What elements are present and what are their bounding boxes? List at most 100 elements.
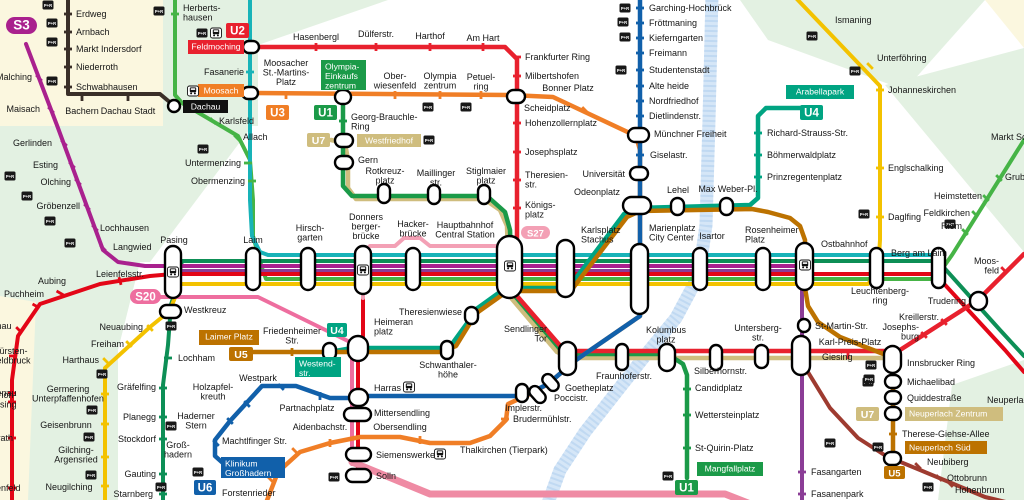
line-badge-u3[interactable]: U3 — [266, 105, 289, 120]
station-label[interactable]: Quiddestraße — [907, 393, 962, 403]
station-box[interactable]: Laimer Platz — [199, 330, 259, 345]
station-label[interactable]: Georg-Brauchle-Ring — [351, 112, 418, 132]
station-marker[interactable] — [790, 334, 812, 377]
station-label[interactable]: Scheidplatz — [524, 103, 571, 113]
station-label[interactable]: Herberts-hausen — [183, 3, 221, 23]
station-label[interactable]: Riem — [941, 221, 962, 231]
station-marker[interactable] — [404, 246, 422, 292]
station-marker[interactable] — [621, 195, 653, 216]
station-label[interactable]: Frankfurter Ring — [525, 52, 590, 62]
station-label[interactable]: Fraunhoferstr. — [596, 371, 652, 381]
station-label[interactable]: Dietlindenstr. — [649, 111, 701, 121]
station-label[interactable]: Giselastr. — [650, 150, 688, 160]
station-marker[interactable] — [718, 196, 735, 217]
station-label[interactable]: Am Hart — [466, 33, 500, 43]
station-label[interactable]: Fürsten-feldbruck — [0, 346, 31, 366]
station-marker[interactable] — [244, 246, 262, 292]
station-label[interactable]: Langwied — [113, 242, 152, 252]
station-marker[interactable] — [753, 343, 770, 370]
station-label[interactable]: Richard-Strauss-Str. — [767, 128, 848, 138]
line-badge-u1[interactable]: U1 — [675, 480, 698, 495]
station-marker[interactable] — [514, 382, 530, 404]
station-label[interactable]: Hasenbergl — [293, 32, 339, 42]
station-label[interactable]: Freimann — [649, 48, 687, 58]
station-box[interactable]: Mangfallplatz — [697, 462, 763, 476]
station-label[interactable]: Brudermühlstr. — [513, 414, 572, 424]
station-label[interactable]: Forstenrieder — [222, 488, 276, 498]
station-label[interactable]: Gerlinden — [13, 138, 52, 148]
station-marker[interactable] — [344, 446, 373, 463]
line-badge-s3[interactable]: S3 — [6, 17, 37, 34]
station-label[interactable]: Neugilching — [45, 482, 92, 492]
station-label[interactable]: Leuchtenberg-ring — [851, 286, 909, 306]
station-label[interactable]: Alte heide — [649, 81, 689, 91]
station-label[interactable]: Mittersendling — [374, 408, 430, 418]
station-label[interactable]: Schön-geising — [0, 390, 17, 410]
station-label[interactable]: Feldkirchen — [923, 208, 970, 218]
station-marker[interactable] — [240, 85, 260, 101]
station-label[interactable]: Maisach — [6, 104, 40, 114]
station-marker[interactable] — [376, 182, 392, 205]
station-box[interactable]: Westend-str. — [295, 357, 341, 378]
station-label[interactable]: Lochhausen — [100, 223, 149, 233]
station-label[interactable]: Studentenstadt — [649, 65, 710, 75]
station-marker[interactable] — [439, 339, 455, 361]
line-badge-u6[interactable]: U6 — [194, 480, 216, 495]
station-marker[interactable] — [883, 373, 903, 390]
station-label[interactable]: Theresienwiese — [399, 307, 462, 317]
station-box[interactable]: Neuperlach Süd — [905, 441, 987, 454]
station-label[interactable]: Ober-wiesenfeld — [373, 71, 417, 91]
station-marker[interactable] — [557, 340, 578, 377]
station-label[interactable]: Geisenbrunn — [40, 420, 92, 430]
station-label[interactable]: Daglfing — [888, 212, 921, 222]
station-label[interactable]: Grafrath — [0, 433, 13, 443]
station-label[interactable]: Türkenfeld — [0, 483, 21, 493]
station-label[interactable]: Giesing — [822, 352, 853, 362]
station-label[interactable]: Josephsplatz — [525, 147, 578, 157]
station-label[interactable]: Goetheplatz — [565, 383, 614, 393]
station-marker[interactable] — [882, 344, 903, 375]
station-marker[interactable] — [333, 88, 353, 106]
station-label[interactable]: Dachau Stadt — [101, 106, 156, 116]
station-label[interactable]: Machtlfinger Str. — [222, 436, 287, 446]
station-label[interactable]: Stockdorf — [118, 434, 157, 444]
station-label[interactable]: Lochham — [178, 353, 215, 363]
station-marker[interactable] — [669, 196, 686, 217]
station-label[interactable]: Laim — [243, 235, 263, 245]
station-marker[interactable] — [868, 246, 885, 290]
station-label[interactable]: Nordfriedhof — [649, 96, 699, 106]
station-label[interactable]: Malching — [0, 72, 32, 82]
station-label[interactable]: Harthaus — [62, 355, 99, 365]
station-label[interactable]: Hohenbrunn — [955, 485, 1005, 495]
line-badge-u7[interactable]: U7 — [856, 407, 879, 421]
station-marker[interactable] — [241, 39, 261, 55]
station-label[interactable]: Hacker-brücke — [397, 219, 429, 239]
station-label[interactable]: Fasangarten — [811, 467, 862, 477]
station-label[interactable]: Candidplatz — [695, 383, 743, 393]
station-label[interactable]: Erdweg — [76, 9, 107, 19]
station-marker[interactable] — [426, 183, 442, 206]
station-label[interactable]: Gräfelfing — [117, 382, 156, 392]
station-label[interactable]: Poccistr. — [554, 393, 588, 403]
station-label[interactable]: Aubing — [38, 276, 66, 286]
station-marker[interactable] — [463, 305, 480, 326]
station-label[interactable]: Kreillerstr. — [899, 312, 939, 322]
station-label[interactable]: Berg am Laim — [891, 248, 947, 258]
station-label[interactable]: Michaelibad — [907, 377, 955, 387]
station-marker[interactable] — [629, 242, 650, 316]
station-marker[interactable] — [691, 246, 709, 292]
line-badge-u2[interactable]: U2 — [226, 23, 249, 38]
station-label[interactable]: Schwanthaler-höhe — [419, 360, 477, 380]
